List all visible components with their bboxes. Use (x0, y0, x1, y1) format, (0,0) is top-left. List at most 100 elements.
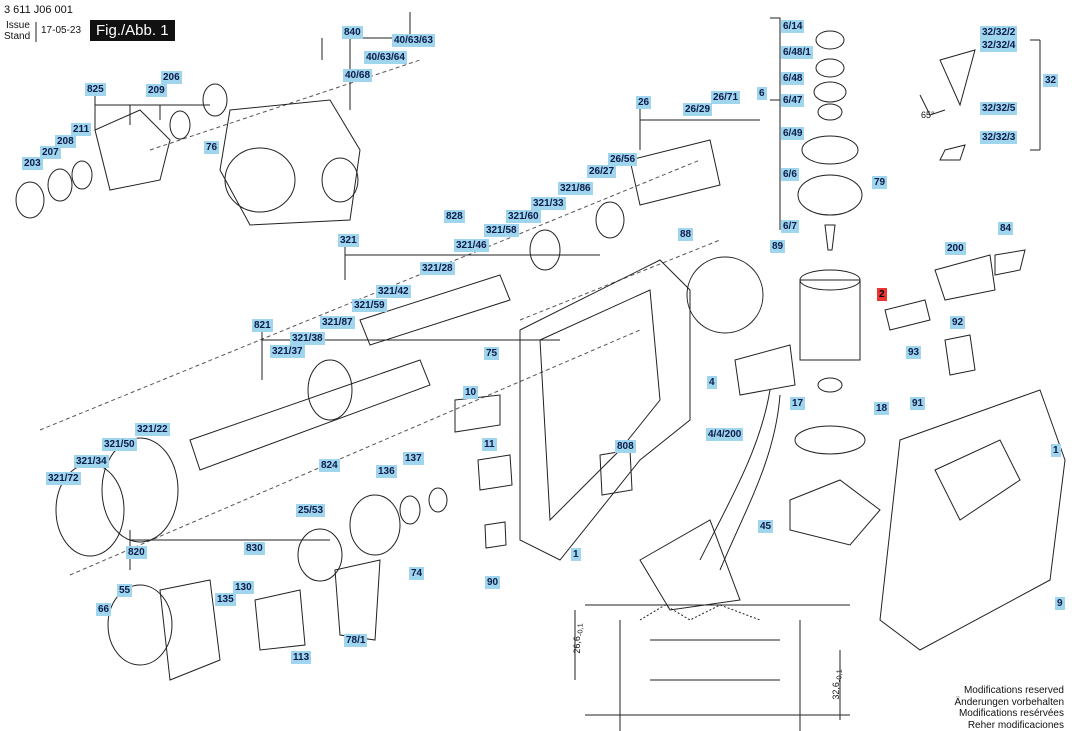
part-label-25-53: 25/53 (296, 504, 326, 517)
doc-number: 3 611 J06 001 (4, 4, 73, 16)
part-label-824: 824 (319, 459, 340, 472)
dimension-26-6: 26,6-0,1 (572, 623, 585, 653)
part-label-808: 808 (615, 440, 636, 453)
part-label-88: 88 (678, 228, 694, 241)
part-label-4-4-200: 4/4/200 (706, 428, 744, 441)
part-label-2: 2 (877, 288, 887, 301)
part-label-66: 66 (96, 603, 112, 616)
note-fr: Modifications resérvées (958, 708, 1064, 719)
part-label-84: 84 (998, 222, 1014, 235)
part-label-1-top: 1 (1051, 444, 1061, 457)
part-label-136: 136 (376, 465, 397, 478)
part-label-135: 135 (215, 593, 236, 606)
angle-65: 65° (921, 110, 935, 120)
part-label-321-86: 321/86 (558, 182, 593, 195)
part-label-75: 75 (484, 347, 500, 360)
note-de: Änderungen vorbehalten (954, 696, 1064, 708)
part-label-89: 89 (770, 240, 786, 253)
part-label-208: 208 (55, 135, 76, 148)
part-label-6-48: 6/48 (781, 72, 805, 85)
part-label-40-68: 40/68 (343, 69, 373, 82)
part-label-6: 6 (757, 87, 767, 100)
dimension-32-6-tolerance: -0,1 (834, 669, 844, 683)
part-label-6-47: 6/47 (781, 94, 805, 107)
part-label-40-63-64: 40/63/64 (364, 51, 407, 64)
part-label-32-32-3: 32/32/3 (980, 131, 1018, 144)
part-label-321-46: 321/46 (454, 239, 489, 252)
part-label-79: 79 (872, 176, 888, 189)
dimension-26-6-value: 26,6 (571, 636, 582, 654)
part-label-825: 825 (85, 83, 106, 96)
part-label-26-71: 26/71 (711, 91, 741, 104)
part-label-45: 45 (758, 520, 774, 533)
dimension-32-6-value: 32,6 (830, 682, 841, 700)
part-label-207: 207 (40, 146, 61, 159)
part-label-26-27: 26/27 (587, 165, 617, 178)
part-label-9: 9 (1055, 597, 1065, 610)
part-label-206: 206 (161, 71, 182, 84)
part-label-32-32-5: 32/32/5 (980, 102, 1018, 115)
part-label-32: 32 (1043, 74, 1059, 87)
part-label-200: 200 (945, 242, 966, 255)
part-label-91: 91 (910, 397, 926, 410)
figure-title: Fig./Abb. 1 (90, 20, 175, 41)
part-label-11: 11 (482, 438, 497, 451)
part-label-26-56: 26/56 (608, 153, 638, 166)
part-label-828: 828 (444, 210, 465, 223)
part-label-93: 93 (906, 346, 922, 359)
part-label-321-34: 321/34 (74, 455, 109, 468)
issue-label: Issue (6, 20, 30, 31)
part-label-26: 26 (636, 96, 652, 109)
part-label-321-33: 321/33 (531, 197, 566, 210)
part-label-92: 92 (950, 316, 966, 329)
note-es: Reher modificaciones (967, 719, 1064, 731)
part-label-840: 840 (342, 26, 363, 39)
part-label-90: 90 (485, 576, 501, 589)
part-label-203: 203 (22, 157, 43, 170)
modification-notes: Modifications reserved Änderungen vorbeh… (954, 685, 1064, 731)
part-label-113: 113 (291, 651, 312, 664)
part-label-10: 10 (463, 386, 479, 399)
part-label-6-7: 6/7 (781, 220, 799, 233)
part-label-321-22: 321/22 (135, 423, 170, 436)
part-label-32-32-2: 32/32/2 (980, 26, 1018, 39)
part-label-74: 74 (409, 567, 425, 580)
part-label-321-87: 321/87 (320, 316, 355, 329)
part-label-321-42: 321/42 (376, 285, 411, 298)
part-label-78-1: 78/1 (344, 634, 368, 647)
part-label-55: 55 (117, 584, 133, 597)
part-label-821: 821 (252, 319, 273, 332)
part-label-321-59: 321/59 (352, 299, 387, 312)
part-label-321-28: 321/28 (420, 262, 455, 275)
part-label-6-14: 6/14 (781, 20, 805, 33)
part-label-321-50: 321/50 (102, 438, 137, 451)
part-label-26-29: 26/29 (683, 103, 713, 116)
part-label-321-38: 321/38 (290, 332, 325, 345)
part-label-321-72: 321/72 (46, 472, 81, 485)
note-en: Modifications reserved (963, 685, 1064, 696)
part-label-130: 130 (233, 581, 254, 594)
part-label-209: 209 (146, 84, 167, 97)
part-label-6-6: 6/6 (781, 168, 799, 181)
dimension-26-6-tolerance: -0,1 (575, 623, 585, 637)
part-label-321-top: 321 (338, 234, 359, 247)
part-label-32-32-4: 32/32/4 (980, 39, 1018, 52)
part-label-830: 830 (244, 542, 265, 555)
part-label-321-58: 321/58 (484, 224, 519, 237)
part-label-321-37: 321/37 (270, 345, 305, 358)
part-label-40-63-63: 40/63/63 (392, 34, 435, 47)
part-label-4: 4 (707, 376, 717, 389)
part-label-820: 820 (126, 546, 147, 559)
dimension-32-6: 32,6-0,1 (831, 669, 844, 699)
part-label-211: 211 (71, 123, 92, 136)
part-label-17: 17 (790, 397, 806, 410)
issue-date: 17-05-23 (41, 25, 82, 36)
stand-label: Stand (4, 31, 31, 42)
part-label-321-60: 321/60 (506, 210, 541, 223)
part-label-76: 76 (204, 141, 220, 154)
part-label-18: 18 (874, 402, 890, 415)
part-label-6-49: 6/49 (781, 127, 805, 140)
part-label-1-housing: 1 (571, 548, 581, 561)
